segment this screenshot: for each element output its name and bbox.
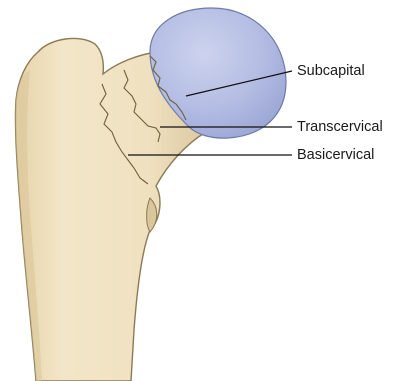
transcervical-label: Transcervical — [297, 120, 383, 135]
subcapital-label: Subcapital — [297, 64, 365, 79]
basicervical-label: Basicervical — [297, 148, 374, 163]
